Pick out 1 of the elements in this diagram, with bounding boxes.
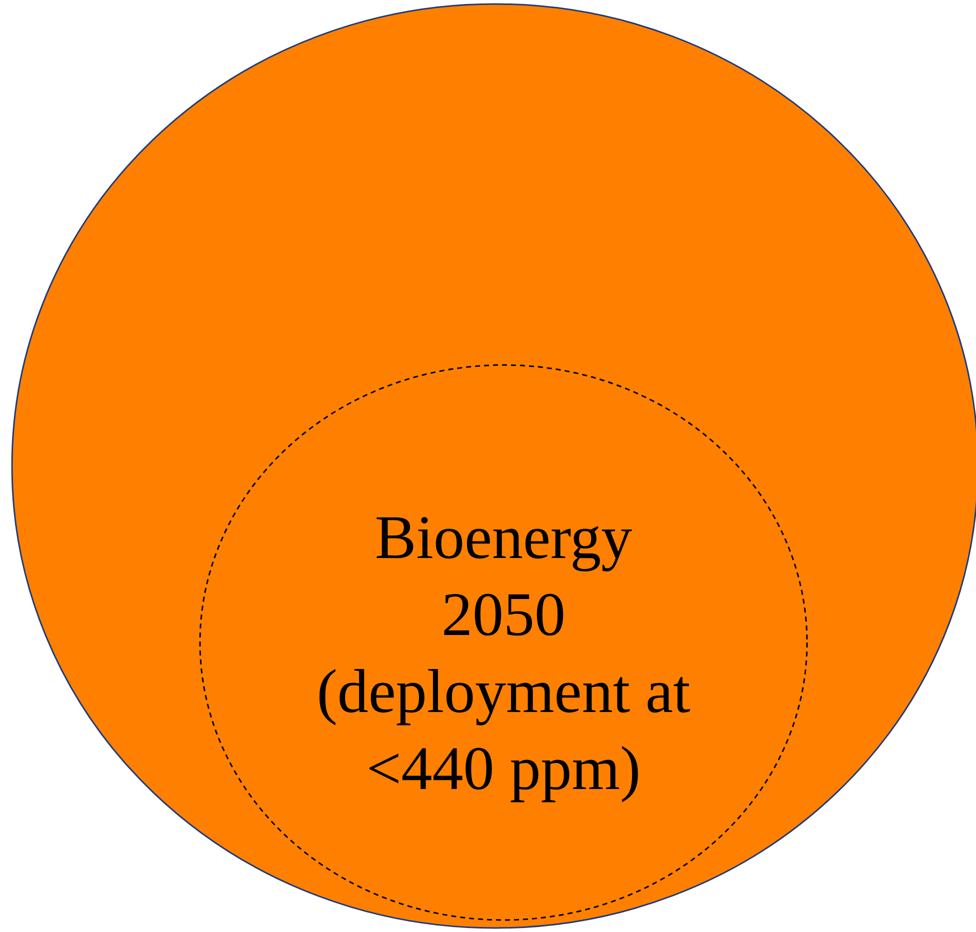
node-label: Bioenergy 2050 (deployment at <440 ppm) <box>316 503 692 805</box>
